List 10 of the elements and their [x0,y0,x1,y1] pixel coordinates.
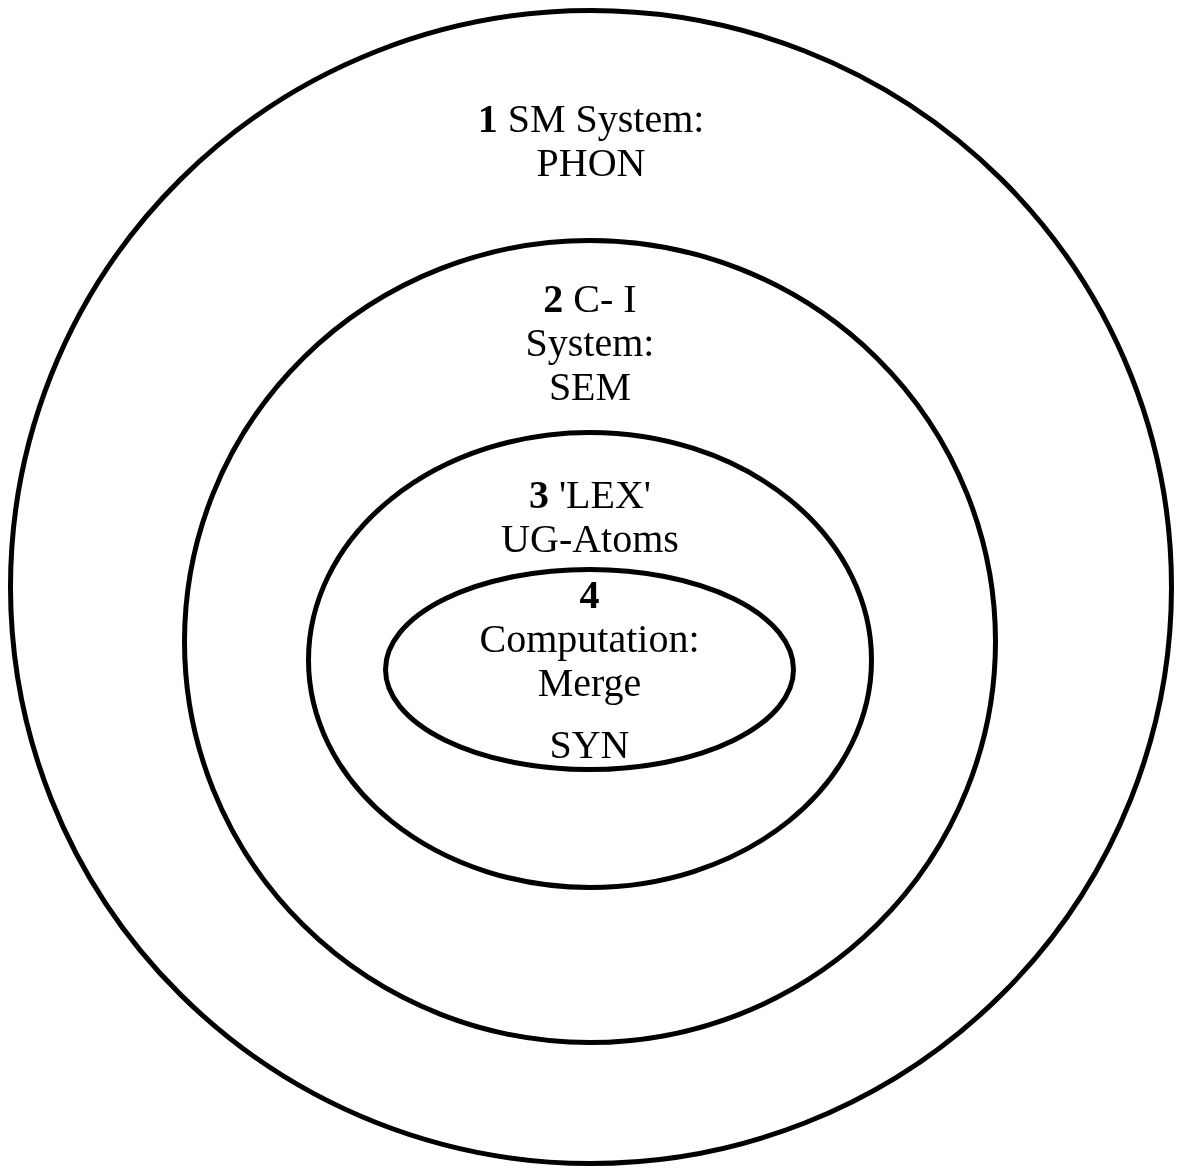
layer-label: Computation: Merge [478,617,701,705]
layer-label: 2 C- I System: SEM [524,277,656,409]
layer-label: SYN [549,723,630,767]
circle-outline [8,8,1174,1166]
ellipse-outline [383,567,796,772]
ellipse-outline [182,238,998,1045]
layer-label: 3 'LEX' UG-Atoms [500,473,680,561]
layer-label: 1 SM System: PHON [476,97,706,185]
layer-label: 4 [579,573,600,617]
ellipse-outline [306,430,874,890]
